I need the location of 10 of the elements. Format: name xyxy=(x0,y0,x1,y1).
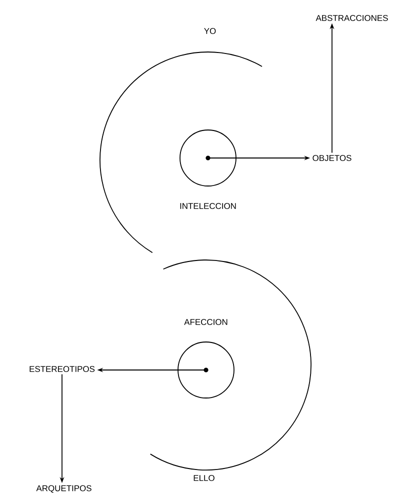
node-label: ABSTRACCIONES xyxy=(316,15,388,21)
node-label: ESTEREOTIPOS xyxy=(30,366,95,372)
node-caption: AFECCION xyxy=(184,319,228,325)
region-label: ELLO xyxy=(194,475,214,481)
region-label: YO xyxy=(204,28,216,34)
node-label: OBJETOS xyxy=(312,155,352,161)
node-label: ARQUETIPOS xyxy=(36,485,92,493)
node-caption: INTELECCION xyxy=(180,203,236,209)
circle xyxy=(178,342,234,398)
circle xyxy=(180,130,236,186)
